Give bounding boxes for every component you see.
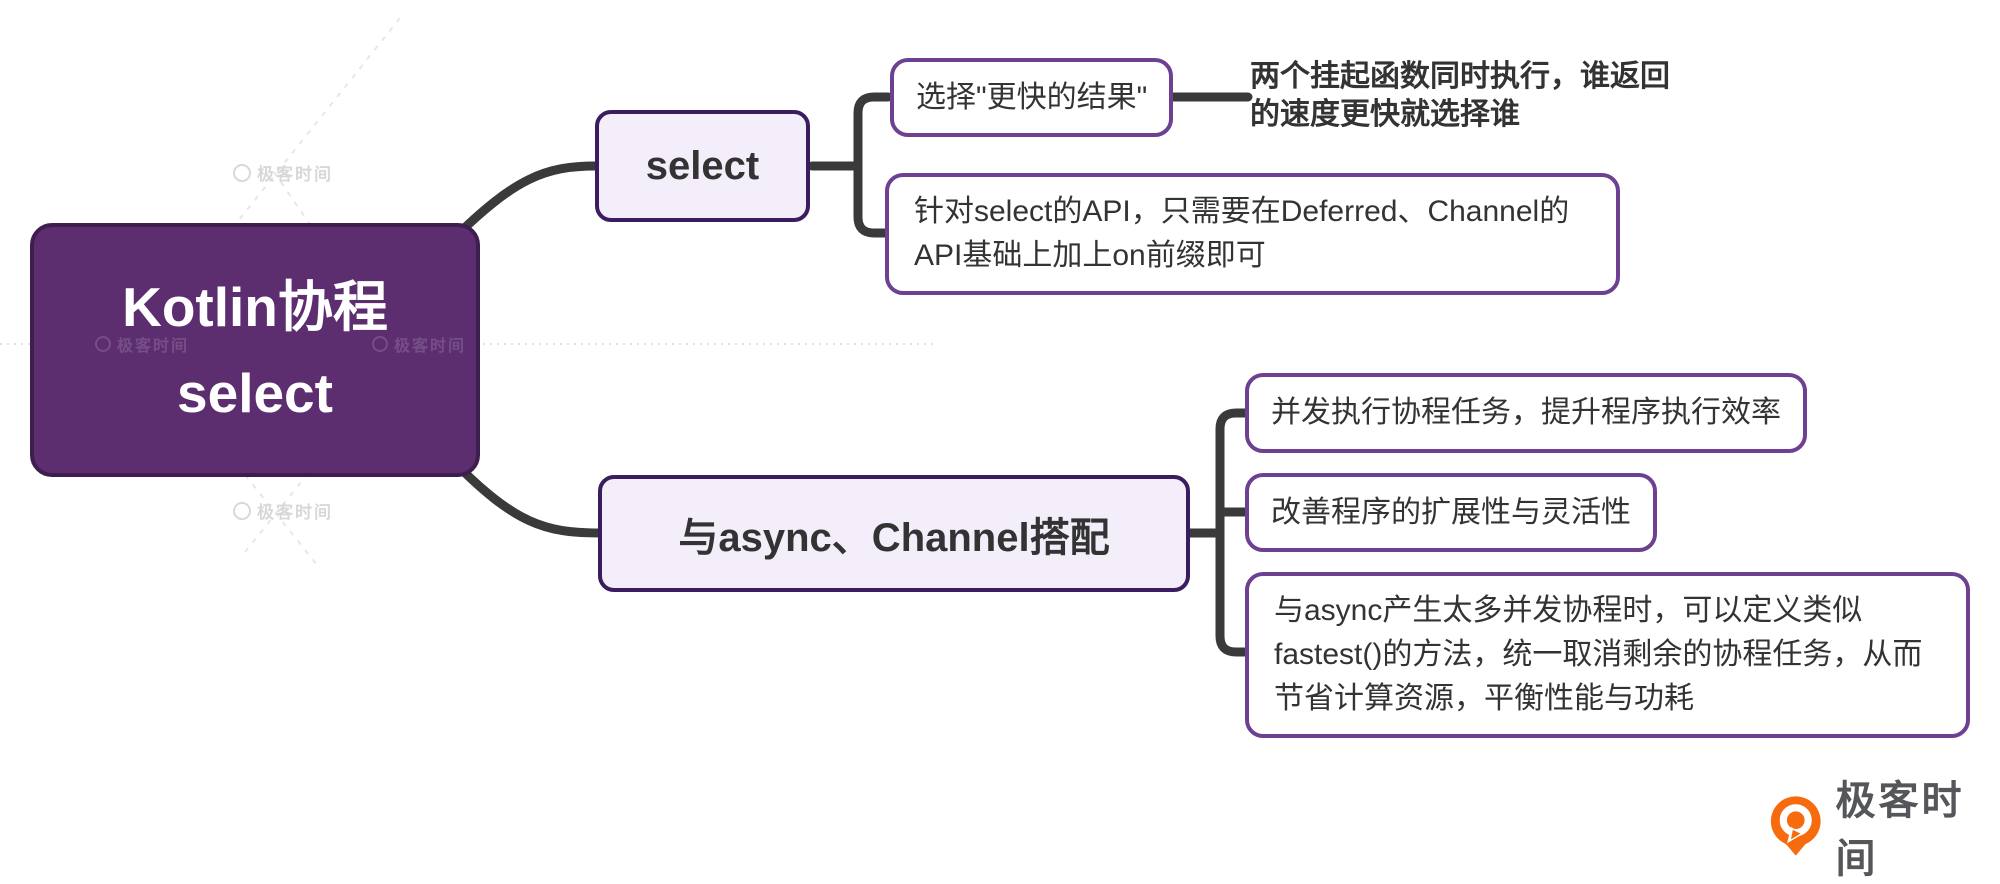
watermark-label: 极客时间 <box>257 503 333 522</box>
note-two-functions-label: 两个挂起函数同时执行，谁返回的速度更快就选择谁 <box>1250 60 1670 131</box>
leaf-api-label: 针对select的API，只需要在Deferred、Channel的API基础上… <box>914 195 1570 272</box>
watermark-label: 极客时间 <box>117 338 190 355</box>
mindmap-canvas: 极客时间 极客时间 Kotlin协程 select <box>0 17 1970 881</box>
node-leaf-fastest: 与async产生太多并发协程时，可以定义类似fastest()的方法，统一取消剩… <box>1245 572 1970 738</box>
node-branch-select: select <box>595 110 810 222</box>
geektime-logo-icon <box>1770 796 1821 856</box>
watermark-label: 极客时间 <box>257 165 333 184</box>
leaf-choose-faster-label: 选择"更快的结果" <box>916 80 1148 114</box>
node-note-two-functions: 两个挂起函数同时执行，谁返回的速度更快就选择谁 <box>1250 58 1695 134</box>
watermark-logo-icon <box>372 336 388 352</box>
node-leaf-api: 针对select的API，只需要在Deferred、Channel的API基础上… <box>885 173 1620 295</box>
watermark-badge-on-root: 极客时间 <box>372 332 466 356</box>
geektime-logo-text: 极客时间 <box>1835 779 1965 881</box>
watermark-badge: 极客时间 <box>233 498 333 523</box>
branch-combo-label: 与async、Channel搭配 <box>678 515 1110 560</box>
node-branch-combo: 与async、Channel搭配 <box>598 475 1190 592</box>
node-leaf-choose-faster: 选择"更快的结果" <box>890 58 1174 137</box>
watermark-logo-icon <box>95 336 111 352</box>
watermark-logo-icon <box>233 501 251 520</box>
node-leaf-concurrency: 并发执行协程任务，提升程序执行效率 <box>1245 373 1807 453</box>
node-leaf-flexibility: 改善程序的扩展性与灵活性 <box>1245 473 1657 552</box>
watermark-badge-on-root: 极客时间 <box>95 332 189 356</box>
watermark-badge: 极客时间 <box>233 160 333 185</box>
watermark-label: 极客时间 <box>394 338 467 355</box>
node-root: Kotlin协程 select <box>30 223 480 477</box>
leaf-fastest-label: 与async产生太多并发协程时，可以定义类似fastest()的方法，统一取消剩… <box>1274 594 1923 715</box>
leaf-concurrency-label: 并发执行协程任务，提升程序执行效率 <box>1271 396 1781 429</box>
branch-select-label: select <box>645 143 760 188</box>
root-title-line1: Kotlin协程 <box>122 276 388 338</box>
geektime-logo: 极客时间 <box>1768 768 2000 884</box>
leaf-flexibility-label: 改善程序的扩展性与灵活性 <box>1271 495 1631 529</box>
root-title-line2: select <box>177 362 333 424</box>
watermark-logo-icon <box>233 163 251 182</box>
